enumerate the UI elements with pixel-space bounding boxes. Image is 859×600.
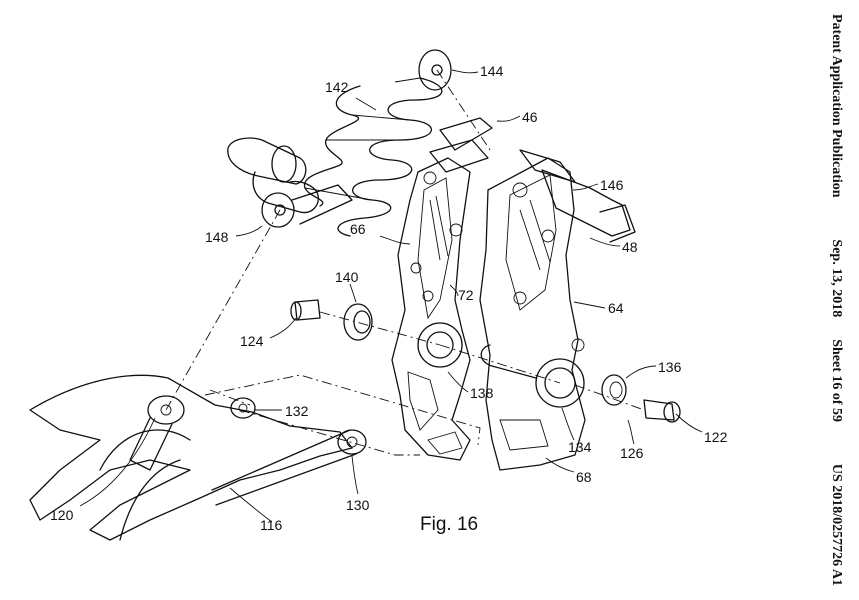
- ref-68: 68: [576, 469, 592, 485]
- ref-116: 116: [260, 517, 283, 533]
- ref-120: 120: [50, 507, 74, 523]
- ref-142: 142: [325, 79, 349, 95]
- construction-lines: [165, 69, 645, 456]
- shock-absorber: [227, 49, 452, 237]
- ref-136: 136: [658, 359, 682, 375]
- ref-132: 132: [285, 403, 309, 419]
- publication-number: US 2018/0257726 A1: [829, 463, 844, 586]
- ref-146: 146: [600, 177, 624, 193]
- sheet-number: Sheet 16 of 59: [829, 339, 844, 423]
- ref-72: 72: [458, 287, 474, 303]
- leader-lines: [79, 69, 703, 523]
- ref-64: 64: [608, 300, 624, 316]
- reference-numerals: 144 142 46 146 148 66 48 140 72 64 124 1…: [50, 63, 728, 533]
- ref-130: 130: [346, 497, 370, 513]
- ref-138: 138: [470, 385, 494, 401]
- ref-140: 140: [335, 269, 359, 285]
- ref-66: 66: [350, 221, 366, 237]
- figure-label: Fig. 16: [420, 514, 478, 535]
- right-bracket: [479, 157, 586, 471]
- frame-tubes: [429, 117, 636, 243]
- ref-148: 148: [205, 229, 229, 245]
- left-bracket: [391, 157, 471, 461]
- publication-type: Patent Application Publication: [829, 14, 844, 198]
- ref-46: 46: [522, 109, 538, 125]
- swing-arm: [29, 374, 367, 541]
- patent-header: Patent Application Publication Sep. 13, …: [823, 14, 849, 586]
- patent-drawing: 144 142 46 146 148 66 48 140 72 64 124 1…: [29, 49, 728, 541]
- ref-144: 144: [480, 63, 504, 79]
- ref-48: 48: [622, 239, 638, 255]
- hardware: [290, 299, 681, 423]
- ref-134: 134: [568, 439, 592, 455]
- ref-126: 126: [620, 445, 644, 461]
- ref-124: 124: [240, 333, 264, 349]
- ref-122: 122: [704, 429, 728, 445]
- publication-date: Sep. 13, 2018: [829, 239, 844, 318]
